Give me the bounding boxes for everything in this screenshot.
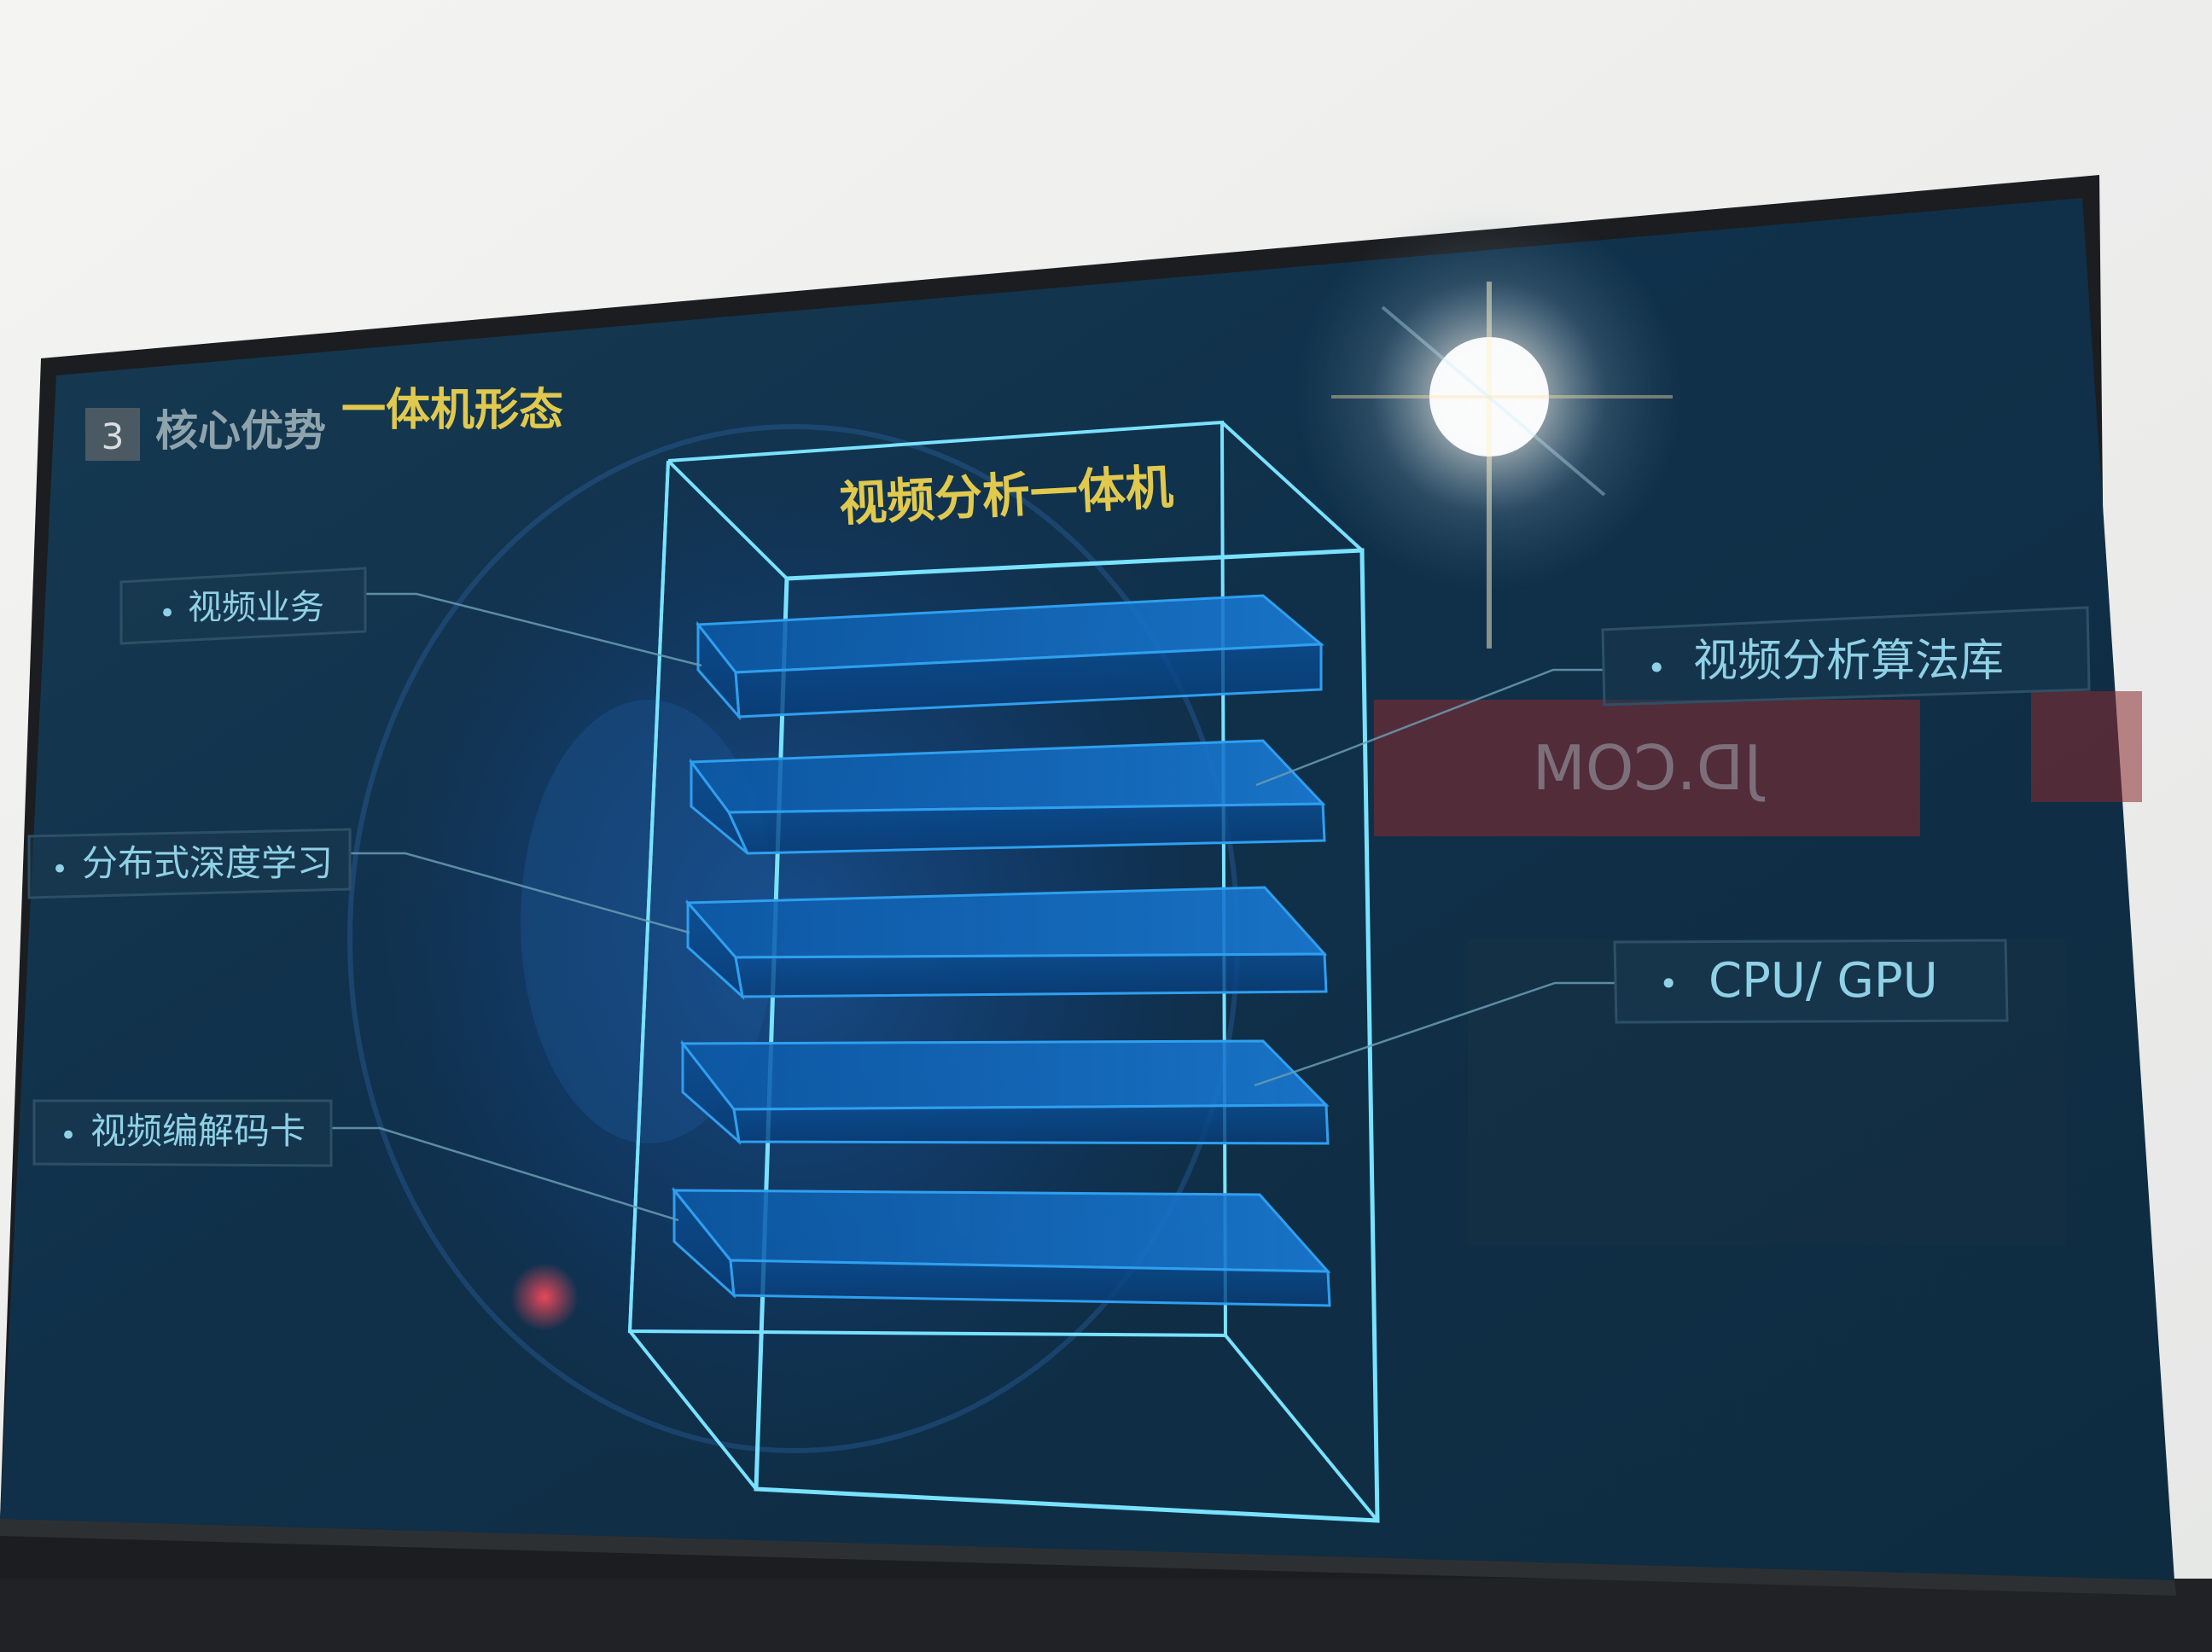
section-number-box [85,408,140,461]
screen-bottom-edge [0,1519,2176,1596]
cabinet-edge-bottom-left [628,1329,758,1491]
label-bullet: • [60,1119,77,1153]
label-box [1613,939,2009,1024]
shelf-5 [671,1186,1331,1307]
right-label-cpu-gpu: • CPU/ GPU [1613,939,2009,1024]
section-header: 3 核心优势 一体机形态 [85,385,563,461]
shelf-3 [684,886,1328,1001]
connector-cpu-gpu [1254,981,1615,1087]
connector-video-business [365,592,702,667]
cabinet-edge-top-right [1220,421,1364,552]
left-label-video-codec-card: • 视频编解码卡 [32,1099,333,1167]
right-label-algorithm-library: • 视频分析算法库 [1601,606,2091,707]
shelf-4 [679,1039,1330,1145]
label-box [1601,606,2091,707]
label-text: 视频业务 [188,588,324,627]
label-box [32,1099,333,1167]
label-bullet: • [1659,965,1678,1003]
globe-red-marker [510,1263,579,1331]
cabinet-edge-top-left [667,459,789,580]
label-text: 分布式深度学习 [82,842,333,884]
label-bullet: • [51,852,68,887]
label-text: CPU/ GPU [1708,953,1938,1009]
left-label-video-business: • 视频业务 [119,567,367,645]
connector-deep-learning [350,852,690,934]
cabinet [627,420,1380,1523]
connectors [331,592,1615,1222]
section-title-part2: 一体机形态 [341,385,563,436]
reflection-text: JD.COM [1533,732,1766,804]
cabinet-edge-bottom-right [1224,1334,1379,1522]
section-number: 3 [102,416,125,457]
left-label-distributed-deep-learning: • 分布式深度学习 [27,828,352,899]
section-title-part1: 核心优势 [155,406,326,456]
label-text: 视频编解码卡 [90,1110,306,1152]
label-bullet: • [159,596,176,631]
label-bullet: • [1647,649,1666,687]
shelf-1 [696,594,1324,721]
shelf-2 [689,739,1326,855]
label-box [119,567,367,645]
label-box [27,828,352,899]
connector-algorithm-lib [1255,668,1603,787]
shelves [671,594,1331,1307]
background-reflection: JD.COM [1374,691,2142,1246]
monitor-base [0,1579,2212,1652]
cabinet-edge-left-vertical [628,460,670,1332]
light-glare [1293,201,1685,649]
connector-codec-card [331,1126,679,1222]
label-text: 视频分析算法库 [1693,636,2004,687]
